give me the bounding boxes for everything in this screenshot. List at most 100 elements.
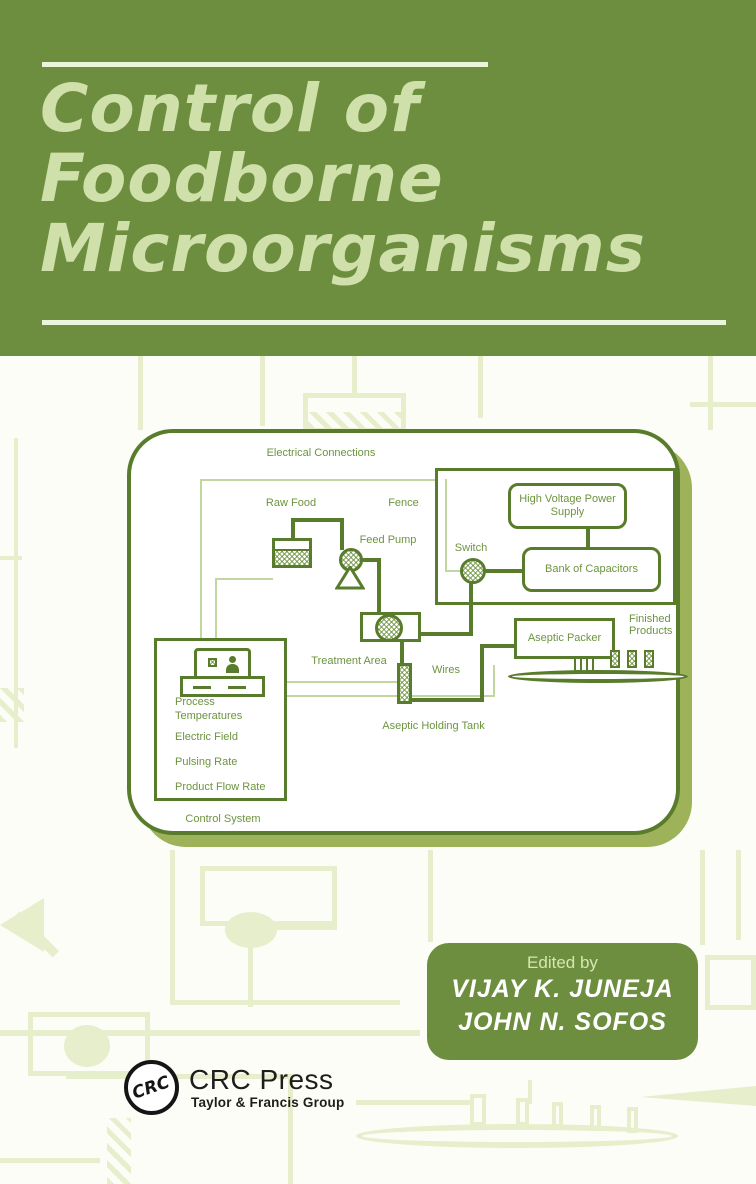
control-signal-line <box>215 578 217 640</box>
pattern-shape <box>428 850 433 942</box>
pattern-shape <box>590 1105 601 1131</box>
title-line-3: Microorganisms <box>40 210 646 287</box>
pattern-shape <box>705 955 756 1010</box>
finished-product-package <box>610 650 620 668</box>
treatment-tank-pipe <box>400 640 404 665</box>
control-system-box: Process Temperatures Electric Field Puls… <box>154 638 287 801</box>
monitor-screen-square <box>208 658 217 667</box>
raw-food-label: Raw Food <box>265 497 317 509</box>
pump-outlet-pipe <box>377 558 381 614</box>
pattern-shape <box>288 1079 293 1184</box>
control-signal-line <box>287 681 399 683</box>
raw-food-tank <box>272 538 312 568</box>
finished-product-package <box>627 650 637 668</box>
switch-symbol <box>460 558 486 584</box>
switch-label: Switch <box>454 542 488 554</box>
control-parameter: Product Flow Rate <box>175 781 266 793</box>
pump-outlet-pipe <box>361 558 381 562</box>
raw-food-pipe <box>340 518 344 550</box>
pattern-shape <box>690 402 756 407</box>
feed-pump-symbol <box>339 548 363 572</box>
pattern-shape <box>28 1012 150 1076</box>
aseptic-packer-box: Aseptic Packer <box>514 618 615 659</box>
title-rule-top <box>42 62 488 67</box>
console-key-line <box>193 686 211 689</box>
feed-pump-funnel <box>335 566 365 590</box>
electrical-connections-label: Electrical Connections <box>266 447 376 459</box>
editor-name: VIJAY K. JUNEJA <box>451 975 674 1003</box>
pattern-shape <box>308 412 401 428</box>
high-voltage-power-supply-label: High Voltage Power Supply <box>519 493 616 518</box>
editors-box: Edited by VIJAY K. JUNEJA JOHN N. SOFOS <box>427 943 698 1060</box>
pattern-shape <box>356 1124 678 1148</box>
pattern-shape <box>107 1118 131 1184</box>
pattern-shape <box>0 556 22 560</box>
aseptic-packer-label: Aseptic Packer <box>527 632 602 644</box>
process-diagram-panel: High Voltage Power Supply Bank of Capaci… <box>127 429 688 835</box>
bank-of-capacitors-label: Bank of Capacitors <box>545 563 638 575</box>
switch-treatment-wire <box>469 582 473 636</box>
fence-line <box>200 479 437 481</box>
pattern-shape <box>708 356 713 430</box>
crc-logo-text: CRC <box>130 1071 173 1104</box>
finished-product-package <box>644 650 654 668</box>
conveyor-belt <box>508 670 688 683</box>
pattern-shape <box>66 1074 294 1079</box>
computer-console-icon <box>180 676 265 697</box>
pattern-shape <box>248 947 253 1007</box>
pattern-shape <box>640 1086 756 1106</box>
wires-label: Wires <box>431 664 461 676</box>
finished-products-label: Finished Products <box>629 613 673 637</box>
background-pattern <box>0 356 756 1184</box>
pattern-shape <box>528 1080 532 1104</box>
title-line-1: Control of <box>40 70 420 147</box>
control-signal-line <box>493 665 495 697</box>
pattern-shape <box>170 850 175 1005</box>
pattern-shape <box>736 850 741 940</box>
fence-label: Fence <box>388 497 419 509</box>
header-band: Control of Foodborne Microorganisms <box>0 0 756 356</box>
pattern-shape <box>225 912 277 948</box>
control-parameter: Pulsing Rate <box>175 756 238 768</box>
aseptic-holding-tank-symbol <box>397 663 412 704</box>
raw-food-pipe <box>291 518 344 522</box>
title-line-2: Foodborne <box>40 140 444 217</box>
operator-icon <box>226 664 239 673</box>
fence-line <box>445 479 447 572</box>
treatment-area-label: Treatment Area <box>311 655 387 667</box>
editor-name: JOHN N. SOFOS <box>458 1008 667 1036</box>
pattern-shape <box>0 1030 420 1036</box>
tank-packer-pipe <box>482 644 516 648</box>
pattern-shape <box>356 1100 472 1105</box>
switch-capacitor-wire <box>484 569 522 573</box>
pattern-shape <box>303 393 406 433</box>
high-voltage-power-supply-box: High Voltage Power Supply <box>508 483 627 529</box>
raw-food-tank-contents <box>275 549 309 565</box>
pattern-shape <box>64 1025 110 1067</box>
pattern-shape <box>260 356 265 426</box>
pattern-shape <box>275 925 337 930</box>
pattern-shape <box>700 850 705 945</box>
crc-logo-icon: CRC <box>124 1060 179 1115</box>
fence-line <box>200 479 202 640</box>
control-parameter: Electric Field <box>175 731 238 743</box>
pattern-shape <box>352 356 357 396</box>
pattern-shape <box>0 1158 100 1163</box>
supply-capacitor-wire <box>586 527 590 549</box>
pattern-shape <box>478 356 483 418</box>
pattern-shape <box>14 438 18 748</box>
treatment-chamber-symbol <box>375 614 403 642</box>
publisher-name: CRC Press <box>189 1064 334 1095</box>
pattern-shape <box>170 1000 400 1005</box>
electrical-enclosure <box>435 468 676 605</box>
console-key-line <box>228 686 246 689</box>
packer-outlet <box>574 657 582 672</box>
operator-icon <box>229 656 236 663</box>
control-system-label: Control System <box>185 813 261 825</box>
control-parameter: Process Temperatures <box>175 696 243 722</box>
bank-of-capacitors-box: Bank of Capacitors <box>522 547 661 592</box>
aseptic-holding-tank-label: Aseptic Holding Tank <box>382 720 485 732</box>
feed-pump-label: Feed Pump <box>359 534 417 546</box>
pattern-shape <box>470 1094 486 1126</box>
